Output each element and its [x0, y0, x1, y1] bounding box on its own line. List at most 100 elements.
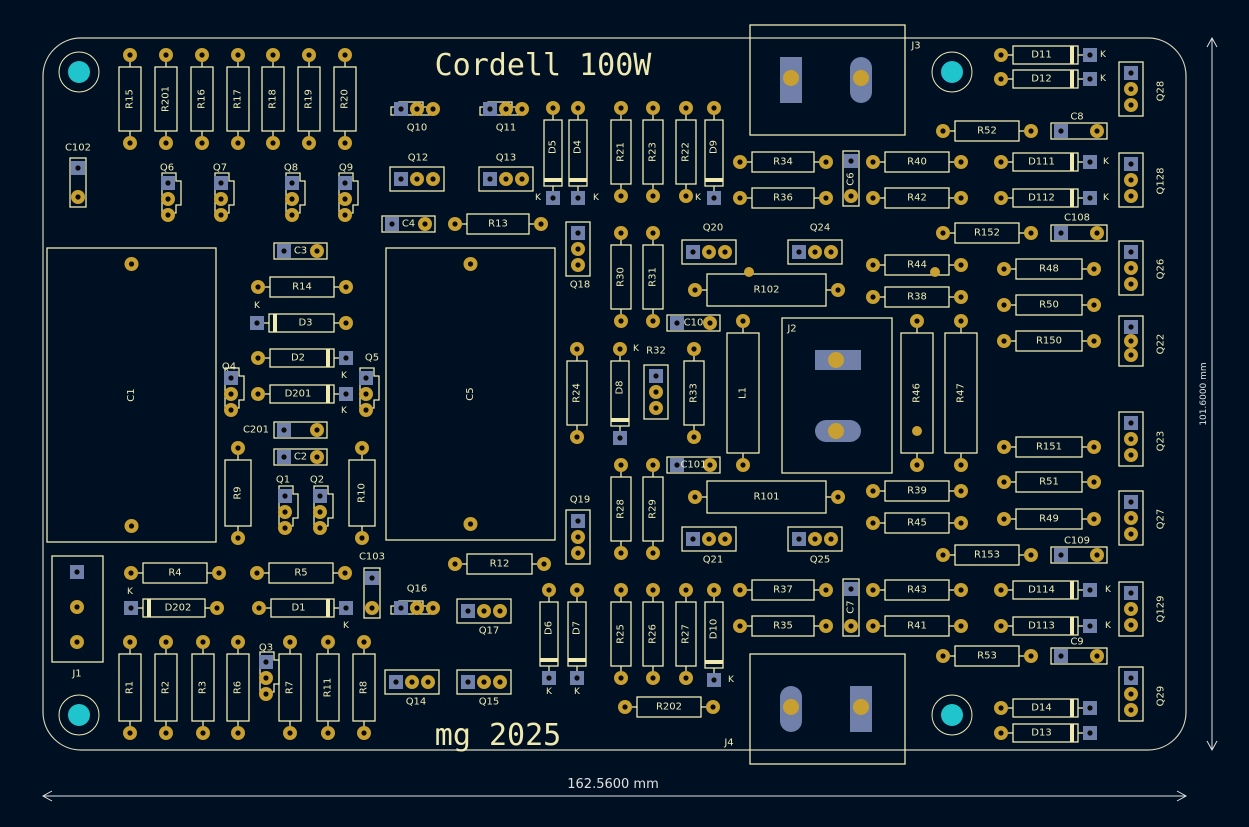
- cathode-marker: K: [728, 675, 735, 685]
- ref-r30: R30: [616, 267, 627, 287]
- resistor-r101: R101: [688, 480, 845, 514]
- resistor-r15: R15: [118, 48, 142, 150]
- ref-r45: R45: [907, 518, 927, 529]
- resistor-r153: R153: [936, 544, 1038, 566]
- ref-d202: D202: [165, 603, 192, 614]
- transistor-q21: Q21: [681, 526, 737, 566]
- capacitor-c10: C10: [666, 314, 721, 332]
- resistor-r49: R49: [997, 508, 1101, 530]
- ref-r40: R40: [907, 157, 927, 168]
- resistor-r40: R40: [866, 151, 968, 173]
- ref-r37: R37: [773, 585, 793, 596]
- transistor-q24: Q24: [787, 223, 843, 265]
- diode-d11: D11: [994, 45, 1097, 65]
- diode-d114: D114: [994, 580, 1097, 600]
- capacitor-c4: C4: [381, 215, 436, 233]
- resistor-r10: R10: [348, 441, 376, 545]
- transistor-q25: Q25: [787, 526, 843, 566]
- resistor-r17: R17: [226, 48, 250, 150]
- ref-j2: J2: [786, 324, 796, 335]
- capacitor-c109: C109: [1050, 536, 1108, 564]
- ref-r14: R14: [292, 282, 312, 293]
- ref-q129: Q129: [1156, 596, 1167, 623]
- ref-d3: D3: [298, 318, 312, 329]
- ref-d13: D13: [1031, 728, 1051, 739]
- mount-hole-bottom-right: [931, 694, 973, 736]
- ref-d7: D7: [572, 621, 583, 635]
- diode-d5: D5: [543, 101, 563, 205]
- capacitor-c5: C5: [385, 247, 556, 541]
- ref-r3: R3: [198, 681, 209, 694]
- capacitor-c7: C7: [842, 578, 860, 637]
- ref-r20: R20: [340, 89, 351, 109]
- mount-hole-bottom-left: [58, 694, 100, 736]
- transistor-q8: Q8: [284, 163, 306, 222]
- ref-r50: R50: [1039, 300, 1059, 311]
- ref-r17: R17: [233, 89, 244, 109]
- diode-d201: D201: [251, 384, 353, 404]
- ref-r22: R22: [681, 142, 692, 162]
- ref-q23: Q23: [1156, 431, 1167, 452]
- ref-r1: R1: [125, 681, 136, 694]
- ref-r26: R26: [648, 624, 659, 644]
- ref-r8: R8: [359, 681, 370, 694]
- ref-r152: R152: [974, 228, 1000, 239]
- ref-r39: R39: [907, 486, 927, 497]
- resistor-r102: R102: [688, 273, 845, 307]
- ref-r151: R151: [1036, 442, 1062, 453]
- ref-q1: Q1: [276, 475, 290, 486]
- cathode-marker: K: [633, 344, 640, 354]
- transistor-q-r32: [643, 364, 669, 420]
- diode-d6: D6: [539, 583, 559, 685]
- ref-r18: R18: [268, 89, 279, 109]
- ref-r52: R52: [977, 126, 997, 137]
- board-author: mg 2025: [435, 718, 561, 753]
- ref-r31: R31: [648, 267, 659, 287]
- cathode-marker: K: [574, 687, 581, 697]
- resistor-r42: R42: [866, 187, 968, 209]
- ref-d1: D1: [291, 603, 305, 614]
- capacitor-c2: C2: [273, 448, 328, 466]
- resistor-r50: R50: [997, 294, 1101, 316]
- capacitor-c9: C9: [1050, 637, 1108, 665]
- ref-c108: C108: [1064, 213, 1090, 224]
- cathode-marker: K: [1105, 585, 1112, 595]
- transistor-q1: Q1: [276, 475, 299, 535]
- transistor-q18: Q18: [565, 221, 591, 291]
- transistor-q20: Q20: [681, 223, 737, 265]
- ref-r15: R15: [125, 89, 136, 109]
- ref-d111: D111: [1028, 157, 1055, 168]
- ref-d12: D12: [1031, 74, 1051, 85]
- ref-d2: D2: [291, 353, 305, 364]
- transistor-q11: Q11: [479, 101, 529, 134]
- ref-d8: D8: [615, 380, 626, 394]
- capacitor-c3: C3: [273, 242, 328, 260]
- transistor-q17: Q17: [456, 598, 512, 637]
- ref-q11: Q11: [496, 123, 517, 134]
- transistor-q28: Q28: [1118, 61, 1167, 117]
- diode-d12: D12: [994, 69, 1097, 89]
- ref-r19: R19: [304, 89, 315, 109]
- ref-c3: C3: [294, 246, 307, 257]
- resistor-r9: R9: [224, 441, 252, 545]
- ref-r36: R36: [773, 193, 793, 204]
- ref-d11: D11: [1031, 50, 1051, 61]
- resistor-r5: R5: [250, 562, 352, 584]
- resistor-r6: R6: [226, 635, 250, 740]
- resistor-r30: R30: [610, 226, 632, 328]
- ref-r16: R16: [197, 89, 208, 109]
- ref-r21: R21: [616, 142, 627, 162]
- ref-r42: R42: [907, 193, 927, 204]
- ref-r5: R5: [294, 568, 307, 579]
- ref-r38: R38: [907, 292, 927, 303]
- resistor-r18: R18: [261, 48, 285, 150]
- resistor-r33: R33: [683, 342, 705, 444]
- ref-r13: R13: [488, 219, 508, 230]
- resistor-r44: R44: [866, 254, 968, 276]
- resistor-r25: R25: [610, 583, 632, 685]
- resistor-r39: R39: [866, 480, 968, 502]
- mount-hole-top-left: [58, 51, 100, 93]
- ref-r47: R47: [956, 383, 967, 403]
- transistor-q22: Q22: [1118, 315, 1167, 367]
